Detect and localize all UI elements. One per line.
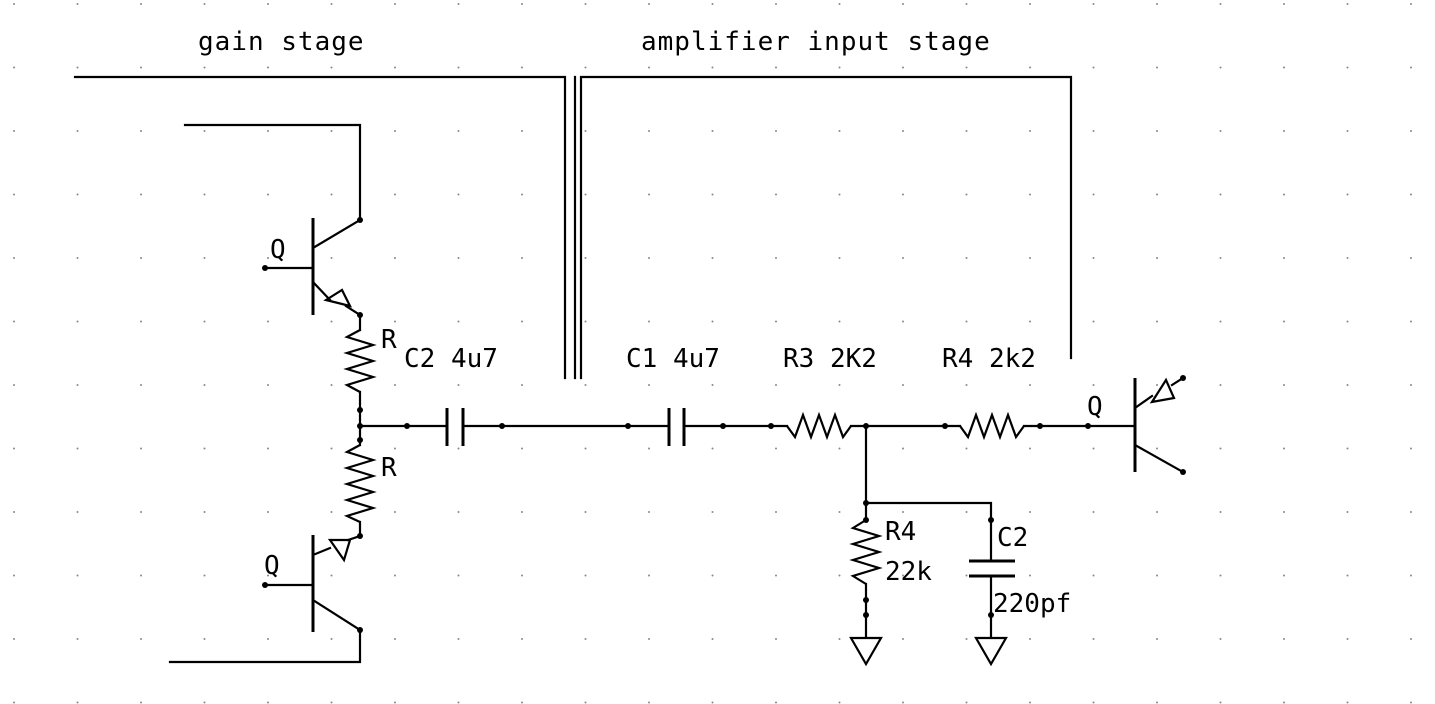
r3-label: R3 2K2 — [783, 344, 877, 374]
capacitor-c2-coupling — [445, 408, 465, 446]
resistor-r3 — [786, 411, 852, 441]
r-bottom-label: R — [381, 453, 397, 483]
node-dots — [262, 217, 1186, 633]
resistor-r4-shunt — [849, 519, 883, 638]
q-bottom-label: Q — [264, 551, 280, 581]
amplifier-input-stage-bracket — [579, 75, 1073, 380]
transistor-q-bottom — [263, 534, 362, 632]
r-top-label: R — [381, 325, 397, 355]
bottom-supply-wire — [168, 628, 362, 664]
q-output-label: Q — [1087, 392, 1103, 422]
c1-label: C1 4u7 — [626, 344, 720, 374]
top-supply-wire — [183, 123, 362, 222]
ground-symbol-2 — [974, 636, 1008, 667]
amplifier-input-stage-title: amplifier input stage — [641, 27, 991, 57]
q-top-label: Q — [270, 235, 286, 265]
r4-shunt-value: 22k — [885, 557, 932, 587]
resistor-r-bottom — [343, 444, 377, 538]
r4-series-label: R4 2k2 — [942, 344, 1036, 374]
gain-stage-bracket — [73, 75, 577, 380]
background-grid — [13, 3, 1412, 704]
c2-shunt-value: 220pf — [993, 589, 1071, 619]
c2-shunt-name: C2 — [997, 523, 1028, 553]
resistor-r-top — [343, 313, 377, 412]
shunt-cap-wire — [864, 501, 993, 562]
resistor-r4-series — [959, 411, 1025, 441]
ground-symbol-1 — [849, 636, 883, 667]
capacitor-c2-shunt — [969, 559, 1015, 638]
r4-shunt-name: R4 — [885, 517, 916, 547]
c2-coupling-label: C2 4u7 — [404, 344, 498, 374]
transistor-q-output — [1133, 376, 1185, 474]
capacitor-c1 — [667, 408, 686, 446]
transistor-q-top — [263, 218, 362, 317]
gain-stage-title: gain stage — [198, 27, 365, 57]
